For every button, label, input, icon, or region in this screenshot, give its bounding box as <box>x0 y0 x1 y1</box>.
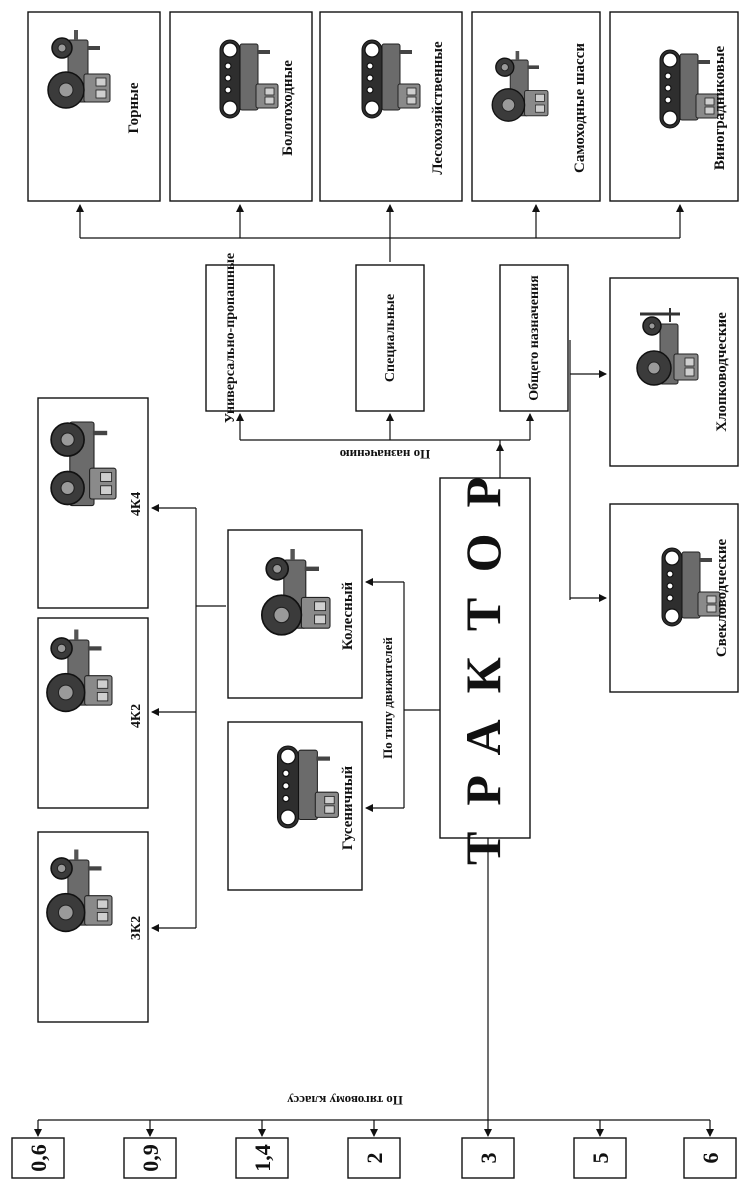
special-types-row: Горные Болотоходные Лесохозяйственные Са… <box>28 12 738 201</box>
type-label-forest: Лесохозяйственные <box>430 41 446 175</box>
purpose-label-special: Специальные <box>383 294 398 382</box>
purpose-groups: Универсально-пропашные Специальные Общег… <box>206 253 568 423</box>
branch-label-traction: По тяговому классу <box>287 1093 403 1108</box>
branch-label-mover: По типу движителей <box>380 637 395 759</box>
class-label-1-4: 1,4 <box>250 1144 275 1172</box>
type-label-vineyard: Виноградниковые <box>712 45 728 170</box>
mover-label-wheeled: Колесный <box>340 581 356 650</box>
tractor-root: ТРАКТОР <box>440 451 530 865</box>
mover-types: Колесный Гусеничный <box>228 530 362 890</box>
class-label-0-9: 0,9 <box>138 1144 163 1172</box>
wheel-formulas: 4К4 4К2 3К2 <box>38 398 148 1022</box>
type-label-chassis: Самоходные шасси <box>572 43 588 173</box>
class-label-5: 5 <box>588 1153 613 1164</box>
diagram-title: ТРАКТОР <box>455 451 511 865</box>
formula-label-3k2: 3К2 <box>129 916 144 940</box>
type-label-cotton: Хлопководческие <box>714 312 730 432</box>
formula-connectors <box>152 508 226 928</box>
special-connectors <box>80 205 680 262</box>
purpose-box-universal <box>206 265 274 411</box>
class-label-6: 6 <box>698 1153 723 1164</box>
branch-label-purpose: По назначению <box>340 447 431 462</box>
purpose-label-general: Общего назначения <box>527 275 542 401</box>
mover-label-crawler: Гусеничный <box>340 766 356 851</box>
mover-connectors: По типу движителей <box>366 582 440 808</box>
type-label-swamp: Болотоходные <box>280 60 296 156</box>
type-label-mountain: Горные <box>126 82 142 133</box>
formula-label-4k4: 4К4 <box>129 492 144 516</box>
class-label-2: 2 <box>362 1153 387 1164</box>
class-label-0-6: 0,6 <box>26 1144 51 1172</box>
class-label-3: 3 <box>476 1153 501 1164</box>
type-label-beet: Свекловодческие <box>714 538 730 657</box>
crop-branch: Хлопководческие Свекловодческие <box>570 278 738 692</box>
purpose-label-universal: Универсально-пропашные <box>223 253 238 423</box>
formula-label-4k2: 4К2 <box>129 704 144 728</box>
